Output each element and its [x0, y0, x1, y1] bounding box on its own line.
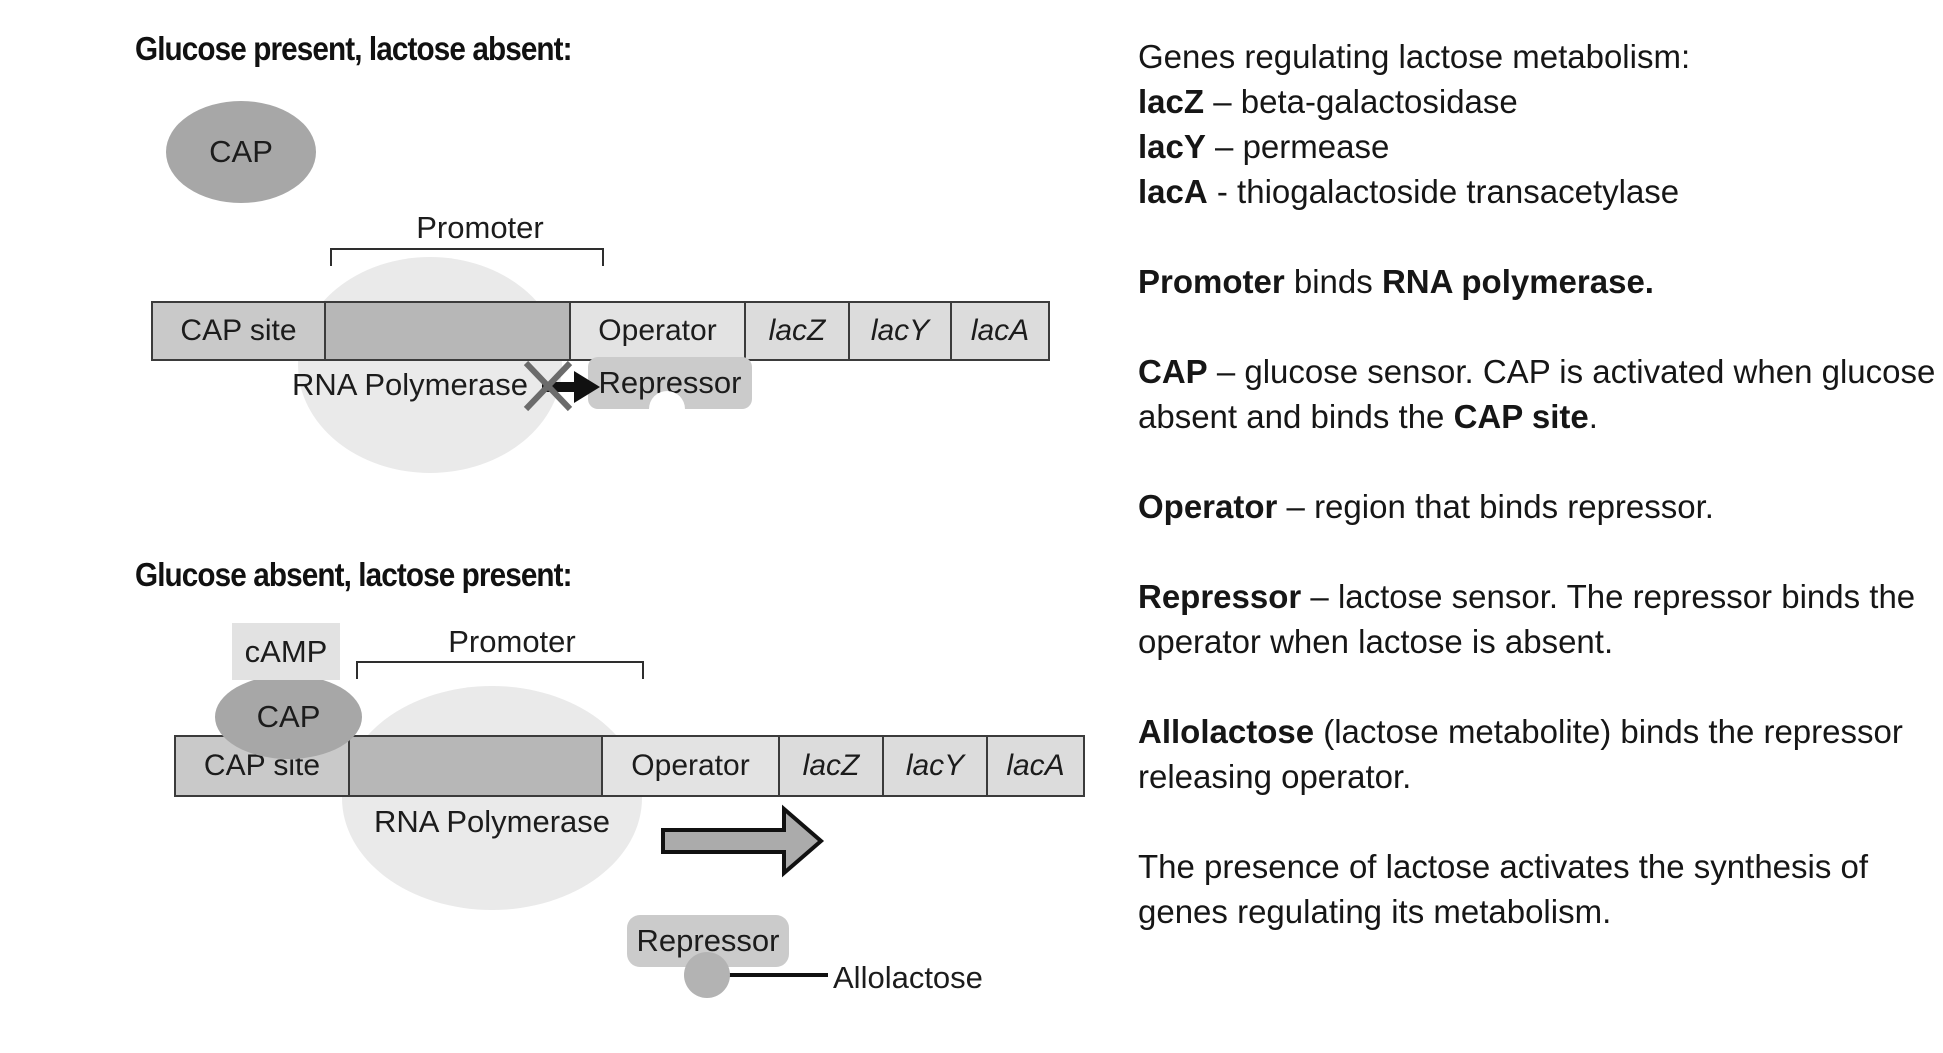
- cap-protein-shape: CAP: [215, 675, 362, 759]
- strip-segment-operator: Operator: [601, 737, 778, 795]
- note-paragraph: Promoter binds RNA polymerase.: [1138, 259, 1943, 304]
- note-paragraph: CAP – glucose sensor. CAP is activated w…: [1138, 349, 1943, 439]
- promoter-label: Promoter: [416, 210, 544, 245]
- allolactose-pointer-line: [713, 973, 828, 977]
- strip-segment-cap-site: CAP site: [153, 303, 324, 359]
- strip-segment-operator: Operator: [569, 303, 744, 359]
- note-paragraph: Genes regulating lactose metabolism: lacZ…: [1138, 34, 1943, 214]
- note-line: Genes regulating lactose metabolism:: [1138, 38, 1691, 75]
- allolactose-label: Allolactose: [833, 960, 983, 995]
- strip-segment-laca: lacA: [950, 303, 1048, 359]
- note-paragraph: Repressor – lactose sensor. The represso…: [1138, 574, 1943, 664]
- note-line: Repressor – lactose sensor. The represso…: [1138, 578, 1916, 660]
- strip-segment-promoter-region: [348, 737, 601, 795]
- strip-segment-lacz: lacZ: [744, 303, 848, 359]
- note-line: lacZ – beta-galactosidase: [1138, 83, 1518, 120]
- cap-protein-label: CAP: [256, 699, 321, 734]
- cap-protein-label: CAP: [209, 134, 273, 169]
- promoter-label: Promoter: [448, 624, 576, 659]
- note-line: lacA - thiogalactoside transacetylase: [1138, 173, 1680, 210]
- x-mark-icon: [523, 360, 573, 412]
- note-line: The presence of lactose activates the sy…: [1138, 848, 1869, 930]
- allolactose-molecule: [684, 952, 730, 998]
- note-line: Promoter binds RNA polymerase.: [1138, 263, 1654, 300]
- note-line: Operator – region that binds repressor.: [1138, 488, 1714, 525]
- diagram2-heading: Glucose absent, lactose present:: [135, 556, 573, 593]
- note-paragraph: The presence of lactose activates the sy…: [1138, 844, 1943, 934]
- note-paragraph: Allolactose (lactose metabolite) binds t…: [1138, 709, 1943, 799]
- rna-polymerase-shape: [342, 686, 642, 910]
- blocked-transcription-arrow-icon: [542, 371, 600, 403]
- strip-segment-lacz: lacZ: [778, 737, 882, 795]
- note-line: CAP – glucose sensor. CAP is activated w…: [1138, 353, 1936, 435]
- rna-polymerase-shape: [298, 257, 562, 473]
- repressor-shape: Repressor: [588, 357, 752, 427]
- strip-segment-promoter-region: [324, 303, 569, 359]
- strip-segment-lacy: lacY: [882, 737, 986, 795]
- strip-segment-lacy: lacY: [848, 303, 950, 359]
- strip-segment-laca: lacA: [986, 737, 1083, 795]
- promoter-bracket: [330, 248, 604, 266]
- notes-column: Genes regulating lactose metabolism: lacZ…: [1138, 34, 1943, 934]
- repressor-binding-notch: [649, 391, 685, 427]
- note-line: Allolactose (lactose metabolite) binds t…: [1138, 713, 1903, 795]
- rna-polymerase-label: RNA Polymerase: [374, 804, 611, 839]
- transcription-arrow-icon: [661, 804, 825, 878]
- cap-protein-shape: CAP: [166, 101, 316, 203]
- repressor-shape: Repressor: [627, 915, 789, 967]
- camp-label: cAMP: [244, 633, 328, 669]
- rna-polymerase-label: RNA Polymerase: [292, 367, 529, 402]
- diagram1-heading: Glucose present, lactose absent:: [135, 30, 573, 67]
- camp-shape: cAMP: [232, 623, 340, 680]
- note-line: lacY – permease: [1138, 128, 1390, 165]
- promoter-bracket: [356, 661, 644, 679]
- note-paragraph: Operator – region that binds repressor.: [1138, 484, 1943, 529]
